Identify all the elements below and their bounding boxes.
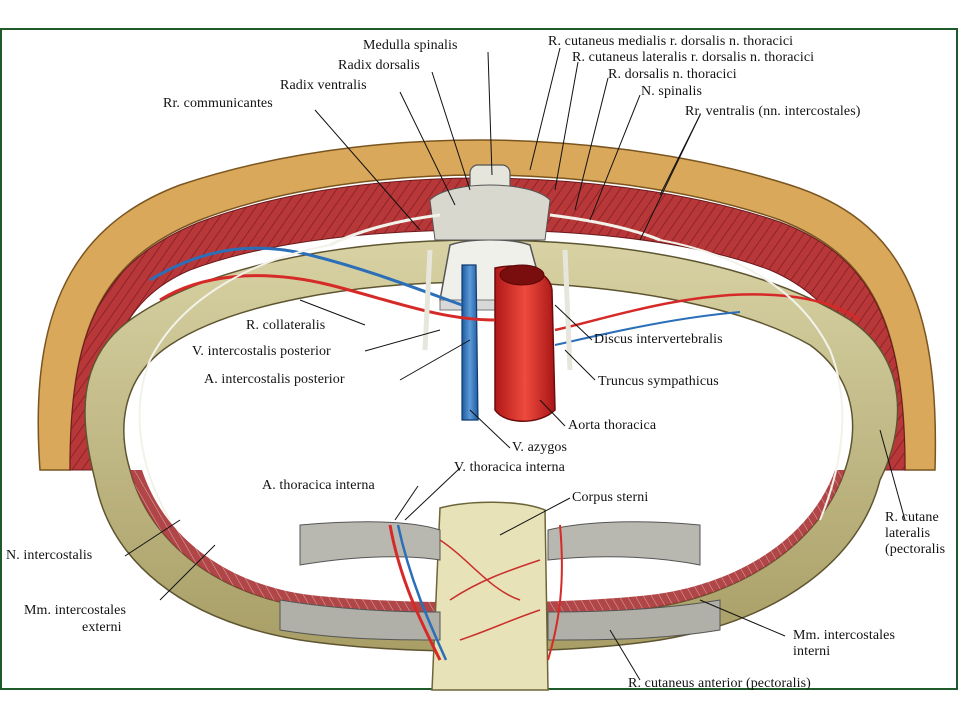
sternum [431, 501, 549, 691]
a-thoracica-interna-left [388, 524, 442, 661]
aorta-lumen [499, 264, 545, 286]
label-r-dorsalis: R. dorsalis n. thoracici [608, 67, 737, 82]
truncus-sympathicus-left [422, 249, 433, 351]
label-radix-dorsalis: Radix dorsalis [338, 58, 420, 73]
label-a-intercostalis-posterior: A. intercostalis posterior [204, 372, 345, 387]
v-thoracica-interna-left [396, 524, 448, 661]
a-thoracica-interna-right [547, 524, 563, 661]
skin-layer [37, 139, 937, 471]
label-v-thoracica-interna: V. thoracica interna [454, 460, 565, 475]
label-mm-intercostales-interni-line2: interni [793, 644, 831, 659]
label-radix-ventralis: Radix ventralis [280, 78, 367, 93]
costal-cartilage-lower-left [279, 599, 441, 641]
label-mm-intercostales-externi-line1: Mm. intercostales [24, 603, 127, 618]
label-r-collateralis: R. collateralis [246, 318, 326, 333]
a-intercostalis-posterior [159, 274, 496, 322]
costal-cartilage-lower-right [547, 599, 721, 641]
n-intercostalis-right [659, 239, 844, 521]
costal-cartilage-right [547, 521, 701, 566]
label-v-intercostalis-posterior: V. intercostalis posterior [192, 344, 331, 359]
label-mm-intercostales-externi-line2: externi [82, 620, 122, 635]
label-truncus-sympathicus: Truncus sympathicus [598, 374, 719, 389]
label-corpus-sterni: Corpus sterni [572, 490, 649, 505]
label-r-cutaneus-lateralis-line3: (pectoralis [885, 542, 946, 557]
v-intercostalis-posterior [149, 246, 463, 307]
label-rr-ventralis: Rr. ventralis (nn. intercostales) [685, 104, 861, 119]
back-muscle-layer [69, 177, 906, 471]
vertebral-arch [429, 184, 551, 241]
label-n-spinalis: N. spinalis [641, 84, 702, 99]
intercostal-artery-right [554, 293, 861, 332]
costal-cartilage-left [299, 521, 441, 566]
n-spinalis-right [549, 213, 661, 242]
label-mm-intercostales-interni-line1: Mm. intercostales [793, 628, 896, 643]
label-r-cutaneus-lateralis-line1: R. cutane [885, 510, 939, 525]
n-spinalis-left [329, 213, 441, 247]
n-intercostalis-left [138, 244, 331, 521]
label-aorta-thoracica: Aorta thoracica [568, 418, 657, 433]
v-azygos [461, 264, 479, 421]
sternal-vessel-branches [439, 539, 541, 641]
label-discus-intervertebralis: Discus intervertebralis [594, 332, 723, 347]
label-rr-communicantes: Rr. communicantes [163, 96, 273, 111]
label-medulla-spinalis: Medulla spinalis [363, 38, 458, 53]
label-r-cutaneus-anterior: R. cutaneus anterior (pectoralis) [628, 676, 811, 691]
label-r-cutaneus-medialis: R. cutaneus medialis r. dorsalis n. thor… [548, 34, 794, 49]
label-n-intercostalis: N. intercostalis [6, 548, 93, 563]
label-r-cutaneus-lateralis-dorsalis: R. cutaneus lateralis r. dorsalis n. tho… [572, 50, 815, 65]
intercostal-vein-right [554, 311, 741, 346]
label-a-thoracica-interna: A. thoracica interna [262, 478, 375, 493]
leader-lines [124, 47, 906, 681]
truncus-sympathicus [562, 249, 573, 371]
label-v-azygos: V. azygos [512, 440, 568, 455]
aorta-thoracica [494, 265, 556, 422]
label-r-cutaneus-lateralis-line2: lateralis [885, 526, 931, 541]
